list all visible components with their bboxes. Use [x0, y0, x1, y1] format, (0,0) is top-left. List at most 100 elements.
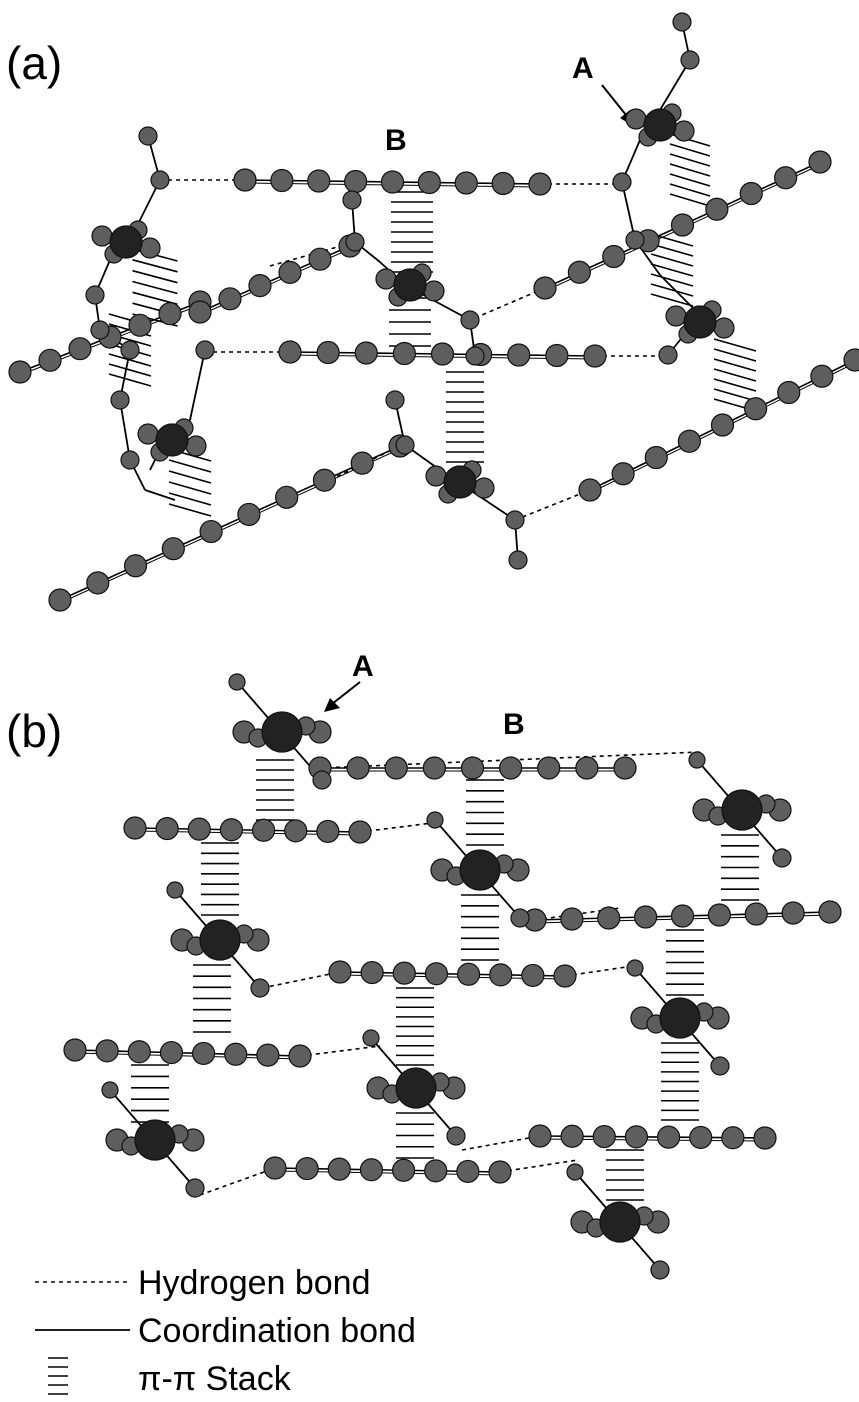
ligand-backbone	[59, 445, 401, 601]
pi-stack-line	[132, 259, 178, 273]
hydrogen-bond	[514, 489, 591, 521]
atom	[139, 237, 161, 259]
pi-stack-line	[650, 273, 694, 287]
atom	[612, 172, 632, 192]
atom	[354, 341, 378, 365]
metal-atom	[659, 997, 701, 1039]
pi-stack-line	[650, 293, 694, 307]
atom	[499, 756, 523, 780]
atom	[545, 343, 569, 368]
pi-stack-line	[132, 269, 178, 284]
pi-stack-line	[669, 173, 711, 187]
atom	[670, 904, 695, 928]
atom	[263, 1156, 287, 1180]
atom	[48, 588, 72, 612]
atom	[613, 756, 637, 780]
pi-stack-line	[168, 481, 212, 495]
atom	[521, 963, 545, 988]
metal-atom	[393, 268, 427, 302]
atom	[219, 818, 244, 842]
atom	[316, 819, 340, 844]
atom	[707, 903, 731, 927]
coordination-bond	[189, 349, 206, 421]
atom	[191, 1041, 216, 1066]
pi-stack-line	[713, 368, 757, 382]
atom	[417, 170, 441, 195]
atom	[688, 751, 706, 769]
panel-a-label: (a)	[6, 37, 63, 89]
pi-stack-line	[168, 492, 212, 506]
atom	[138, 126, 158, 146]
metal-atom	[721, 789, 763, 831]
atom	[385, 390, 405, 410]
atom	[155, 816, 179, 841]
metal-atom	[134, 1119, 176, 1161]
pi-stack-line	[108, 373, 152, 387]
atom	[665, 305, 687, 327]
atom	[158, 302, 182, 326]
pi-stack-line	[669, 163, 711, 177]
atom	[430, 342, 455, 366]
atom	[465, 346, 485, 366]
atom	[626, 959, 644, 977]
atom	[456, 962, 481, 986]
panel-b-site-a-label: A	[352, 650, 374, 683]
atom	[553, 964, 577, 988]
atom	[710, 413, 735, 437]
atom	[68, 337, 92, 361]
atom	[224, 1042, 248, 1066]
atom	[491, 171, 515, 196]
atom	[753, 1126, 777, 1150]
atom	[705, 197, 729, 221]
atom	[188, 300, 212, 324]
atom	[256, 1043, 280, 1067]
pi-stack-line	[713, 388, 757, 402]
pi-stack-line	[168, 503, 212, 517]
atom	[670, 213, 695, 237]
metal-atom	[643, 108, 677, 142]
legend-coordination-bond-label: Coordination bond	[138, 1312, 416, 1350]
coordination-bond	[144, 489, 176, 501]
atom	[195, 340, 215, 360]
atom	[187, 817, 211, 841]
pi-stack-line	[713, 378, 757, 392]
atom	[250, 978, 270, 998]
legend-hydrogen-bond-label: Hydrogen bond	[138, 1264, 371, 1302]
atom	[137, 423, 159, 445]
panel-b-site-b-label: B	[503, 708, 525, 741]
atom	[185, 1178, 205, 1198]
atom	[391, 1158, 416, 1182]
atom	[284, 819, 308, 843]
atom	[38, 348, 62, 372]
site-a-arrow-b	[331, 681, 361, 705]
atom	[90, 320, 110, 340]
ligand-backbone	[59, 448, 401, 604]
atom	[123, 554, 148, 578]
atom	[644, 445, 668, 470]
atom	[312, 468, 337, 492]
metal-atom	[459, 849, 501, 891]
pi-stack-line	[713, 348, 757, 362]
atom	[424, 1159, 448, 1183]
atom	[658, 345, 678, 365]
atom	[85, 285, 105, 305]
atom	[583, 344, 607, 368]
atom	[159, 1040, 184, 1065]
panel-a-site-a-label: A	[572, 52, 594, 85]
atom	[8, 360, 32, 384]
atom	[308, 247, 332, 271]
pi-stack-line	[108, 353, 152, 367]
metal-atom	[443, 465, 477, 499]
atom	[86, 571, 110, 595]
atom	[120, 450, 140, 470]
pi-stack-line	[650, 283, 694, 297]
atom	[560, 907, 584, 931]
coordination-bond	[119, 399, 131, 461]
atom	[689, 1125, 713, 1150]
atom	[228, 673, 246, 691]
atom	[423, 280, 445, 302]
hydrogen-bond	[499, 1159, 579, 1173]
atom	[625, 230, 645, 250]
atom	[275, 485, 299, 509]
